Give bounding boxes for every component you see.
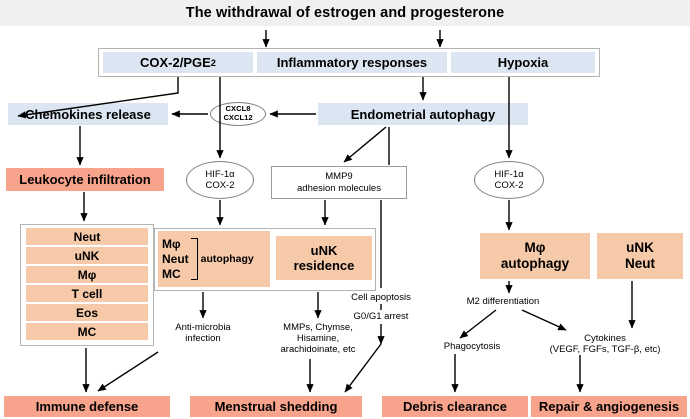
cxcl8-label: CXCL8 bbox=[225, 104, 251, 114]
node-hif1a-cox2-left[interactable]: HIF-1α COX-2 bbox=[186, 161, 254, 199]
page-title: The withdrawal of estrogen and progester… bbox=[0, 0, 690, 26]
node-unk-residence[interactable]: uNK residence bbox=[276, 236, 372, 280]
node-mmp9-adhesion[interactable]: MMP9 adhesion molecules bbox=[271, 166, 407, 199]
autophagy-cell-2: Neut bbox=[162, 251, 189, 266]
cox2-label-left: COX-2 bbox=[205, 180, 235, 191]
autophagy-cell-3: MC bbox=[162, 266, 181, 281]
hif1a-label-left: HIF-1α bbox=[205, 168, 235, 180]
outcome-debris-clearance[interactable]: Debris clearance bbox=[382, 396, 528, 417]
mphi-autophagy-line1: Mφ bbox=[524, 240, 546, 256]
cytokines-line2: (VEGF, FGFs, TGF-β, etc) bbox=[549, 344, 661, 356]
node-inflammatory-responses[interactable]: Inflammatory responses bbox=[257, 52, 447, 73]
cox2-label-right: COX-2 bbox=[494, 180, 524, 191]
node-cxcl-oval[interactable]: CXCL8 CXCL12 bbox=[210, 102, 266, 126]
unk-neut-line1: uNK bbox=[626, 240, 654, 256]
unk-residence-line2: residence bbox=[293, 258, 355, 273]
list-item[interactable]: uNK bbox=[26, 247, 148, 264]
mphi-autophagy-line2: autophagy bbox=[500, 256, 570, 271]
outcome-menstrual-shedding[interactable]: Menstrual shedding bbox=[190, 396, 362, 417]
annotation-cytokines: Cytokines (VEGF, FGFs, TGF-β, etc) bbox=[532, 333, 678, 355]
cox2-subscript: 2 bbox=[210, 57, 216, 68]
list-item[interactable]: Neut bbox=[26, 228, 148, 245]
node-endometrial-autophagy[interactable]: Endometrial autophagy bbox=[318, 103, 528, 125]
list-item[interactable]: MC bbox=[26, 323, 148, 340]
list-item[interactable]: Mφ bbox=[26, 266, 148, 283]
outcome-immune-defense[interactable]: Immune defense bbox=[4, 396, 170, 417]
annotation-m2-differentiation: M2 differentiation bbox=[466, 296, 540, 307]
node-chemokines-release[interactable]: Chemokines release bbox=[8, 103, 168, 125]
cytokines-line1: Cytokines bbox=[584, 333, 626, 344]
hif1a-label-right: HIF-1α bbox=[494, 168, 524, 180]
unk-residence-line1: uNK bbox=[310, 242, 338, 258]
annotation-anti-microbia: Anti-microbia infection bbox=[175, 322, 231, 345]
annotation-mmps-chymse: MMPs, Chymse, Hisamine, arachidoinate, e… bbox=[280, 322, 356, 356]
annotation-cell-apoptosis: Cell apoptosis bbox=[351, 292, 411, 303]
node-hypoxia[interactable]: Hypoxia bbox=[451, 52, 595, 73]
node-autophagy-cells[interactable]: Mφ Neut MC autophagy bbox=[158, 231, 270, 287]
autophagy-label: autophagy bbox=[200, 253, 254, 265]
mmp9-label: MMP9 bbox=[325, 171, 353, 183]
outcome-repair-angiogenesis[interactable]: Repair & angiogenesis bbox=[531, 396, 687, 417]
list-item[interactable]: T cell bbox=[26, 285, 148, 302]
node-hif1a-cox2-right[interactable]: HIF-1α COX-2 bbox=[474, 161, 544, 199]
brace-icon bbox=[190, 238, 198, 280]
cxcl12-label: CXCL12 bbox=[223, 113, 253, 122]
autophagy-cell-1: Mφ bbox=[162, 236, 181, 251]
node-unk-neut[interactable]: uNK Neut bbox=[597, 233, 683, 279]
node-mphi-autophagy[interactable]: Mφ autophagy bbox=[480, 233, 590, 279]
annotation-phagocytosis: Phagocytosis bbox=[443, 341, 501, 352]
unk-neut-line2: Neut bbox=[625, 256, 655, 271]
annotation-g0g1-arrest: G0/G1 arrest bbox=[353, 311, 409, 322]
node-leukocyte-infiltration[interactable]: Leukocyte infiltration bbox=[6, 168, 164, 191]
list-item[interactable]: Eos bbox=[26, 304, 148, 321]
adhesion-molecules-label: adhesion molecules bbox=[297, 182, 381, 194]
cox2-label: COX-2/PGE bbox=[140, 55, 211, 70]
